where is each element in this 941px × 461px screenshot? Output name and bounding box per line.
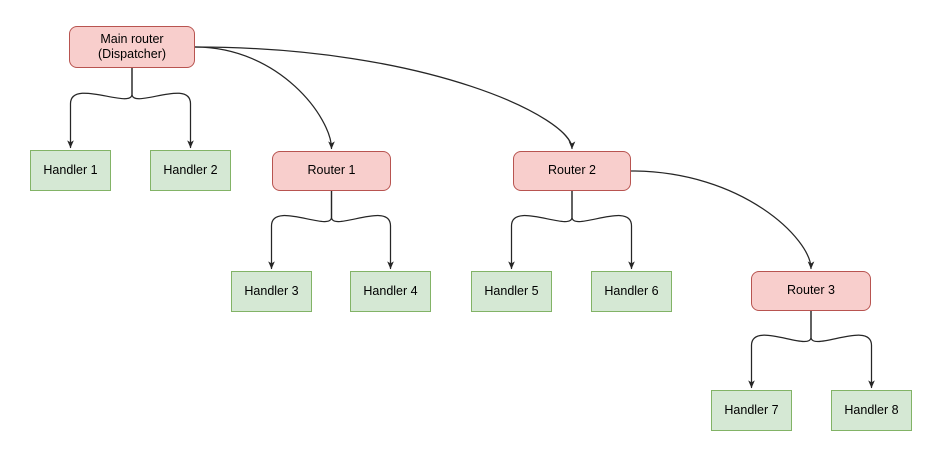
- node-handler-1[interactable]: Handler 1: [30, 150, 111, 191]
- node-handler-4[interactable]: Handler 4: [350, 271, 431, 312]
- node-router-2[interactable]: Router 2: [513, 151, 631, 191]
- edge-e-r2-r3: [630, 170, 815, 270]
- node-label: Router 1: [307, 163, 356, 178]
- node-label: Handler 7: [724, 402, 779, 417]
- node-label: Handler 4: [363, 283, 418, 298]
- node-label: Handler 3: [244, 283, 299, 298]
- edge-e-main-h2: [131, 67, 194, 149]
- node-handler-8[interactable]: Handler 8: [831, 390, 912, 431]
- node-handler-6[interactable]: Handler 6: [591, 271, 672, 312]
- node-label: Router 2: [548, 163, 596, 178]
- node-router-3[interactable]: Router 3: [751, 271, 871, 311]
- edge-e-main-r2: [194, 46, 576, 150]
- node-label: Handler 2: [163, 162, 218, 177]
- edge-e-r2-h6: [571, 190, 635, 270]
- node-handler-7[interactable]: Handler 7: [711, 390, 792, 431]
- edge-e-r1-h3: [268, 190, 333, 270]
- edge-e-main-r1: [194, 46, 335, 150]
- node-router-1[interactable]: Router 1: [272, 151, 391, 191]
- node-main-router[interactable]: Main router (Dispatcher): [69, 26, 195, 68]
- node-label: Router 3: [787, 283, 835, 298]
- node-handler-3[interactable]: Handler 3: [231, 271, 312, 312]
- edge-e-r3-h7: [748, 310, 812, 389]
- node-label: Handler 1: [43, 162, 98, 177]
- edge-e-r3-h8: [810, 310, 875, 389]
- node-handler-5[interactable]: Handler 5: [471, 271, 552, 312]
- node-handler-2[interactable]: Handler 2: [150, 150, 231, 191]
- edge-e-main-h1: [67, 67, 133, 149]
- node-label: Handler 5: [484, 283, 539, 298]
- node-label: Handler 6: [604, 283, 659, 298]
- edge-e-r1-h4: [330, 190, 394, 270]
- edge-e-r2-h5: [508, 190, 573, 270]
- node-label: Main router (Dispatcher): [97, 31, 167, 61]
- node-label: Handler 8: [844, 402, 899, 417]
